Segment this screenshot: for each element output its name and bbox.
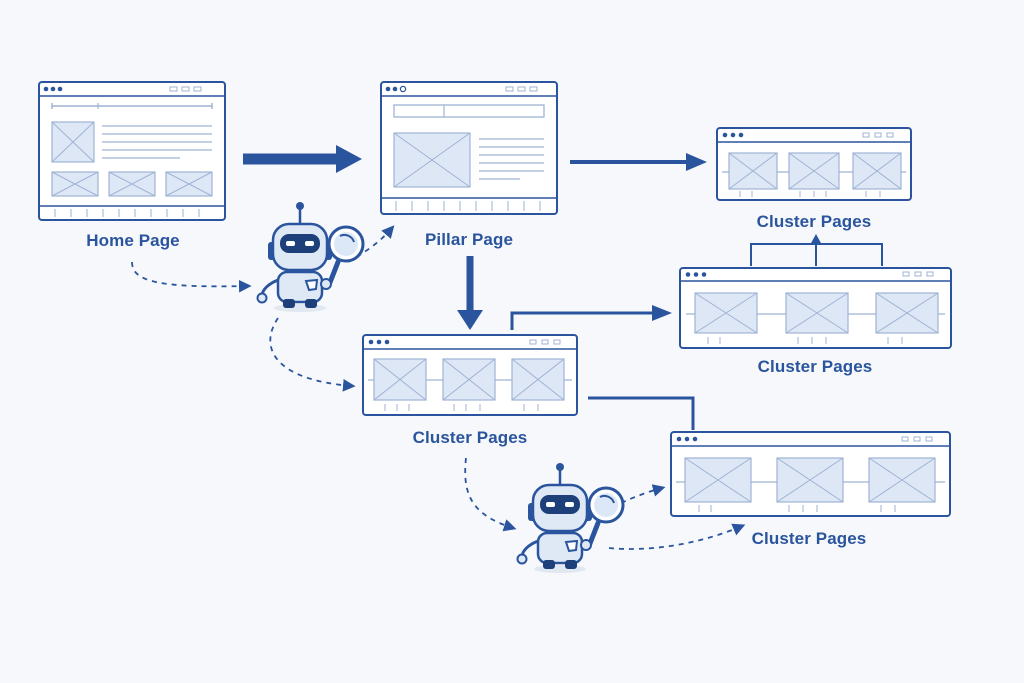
- cluster-main-label: Cluster Pages: [412, 428, 528, 447]
- image-placeholder-icon: [511, 358, 565, 401]
- home-page-label: Home Page: [86, 231, 180, 250]
- arrow-pillar-to-cluster-top-head: [686, 153, 707, 171]
- image-placeholder-icon: [108, 171, 156, 197]
- image-placeholder-icon: [165, 171, 213, 197]
- image-placeholder-icon: [728, 152, 778, 190]
- image-placeholder-icon: [785, 292, 849, 334]
- image-placeholder-icon: [788, 152, 840, 190]
- cluster-middle-right-label: Cluster Pages: [757, 357, 873, 376]
- image-placeholder-icon: [776, 457, 844, 503]
- cluster-window-bottom-right: [670, 431, 951, 517]
- solid-connectors: [243, 145, 883, 430]
- window-dots-icon: [722, 132, 744, 138]
- cluster-window-middle-right: [679, 267, 952, 349]
- connector-middle-to-top-head: [810, 234, 822, 245]
- crawl-path-robot-to-cluster: [269, 317, 356, 392]
- window-dots-icon: [385, 85, 407, 93]
- cluster-top-right-label: Cluster Pages: [756, 212, 872, 231]
- image-placeholder-icon: [373, 358, 427, 401]
- connector-main-to-middle-head: [652, 305, 672, 321]
- image-placeholder-icon: [684, 457, 752, 503]
- connector-main-to-middle: [510, 311, 654, 330]
- crawl-path-cluster-to-robot2: [464, 457, 517, 532]
- image-placeholder-icon: [875, 292, 939, 334]
- window-dots-icon: [43, 86, 63, 92]
- arrow-pillar-to-cluster-main-head: [457, 310, 483, 330]
- image-placeholder-icon: [442, 358, 496, 401]
- image-placeholder-icon: [51, 171, 99, 197]
- arrow-home-to-pillar-head: [336, 145, 362, 173]
- image-placeholder-icon: [852, 152, 902, 190]
- image-placeholder-icon: [694, 292, 758, 334]
- window-dots-icon: [676, 436, 698, 442]
- image-placeholder-icon: [393, 132, 471, 188]
- cluster-bottom-right-label: Cluster Pages: [751, 529, 867, 548]
- cluster-window-top-right: [716, 127, 912, 201]
- connector-main-to-bottom: [588, 396, 695, 430]
- pillar-page-label: Pillar Page: [424, 230, 514, 249]
- image-placeholder-icon: [868, 457, 936, 503]
- crawl-path-robot2-to-label: [608, 523, 746, 550]
- robot-with-magnifier-icon: [516, 463, 625, 573]
- robot-with-magnifier-icon: [256, 202, 365, 312]
- image-placeholder-icon: [51, 121, 95, 163]
- window-dots-icon: [685, 272, 707, 277]
- home-page-window: [38, 81, 226, 221]
- cluster-window-main: [362, 334, 578, 416]
- window-dots-icon: [368, 339, 390, 345]
- crawl-path-home-to-robot: [131, 261, 252, 293]
- pillar-page-window: [380, 81, 558, 215]
